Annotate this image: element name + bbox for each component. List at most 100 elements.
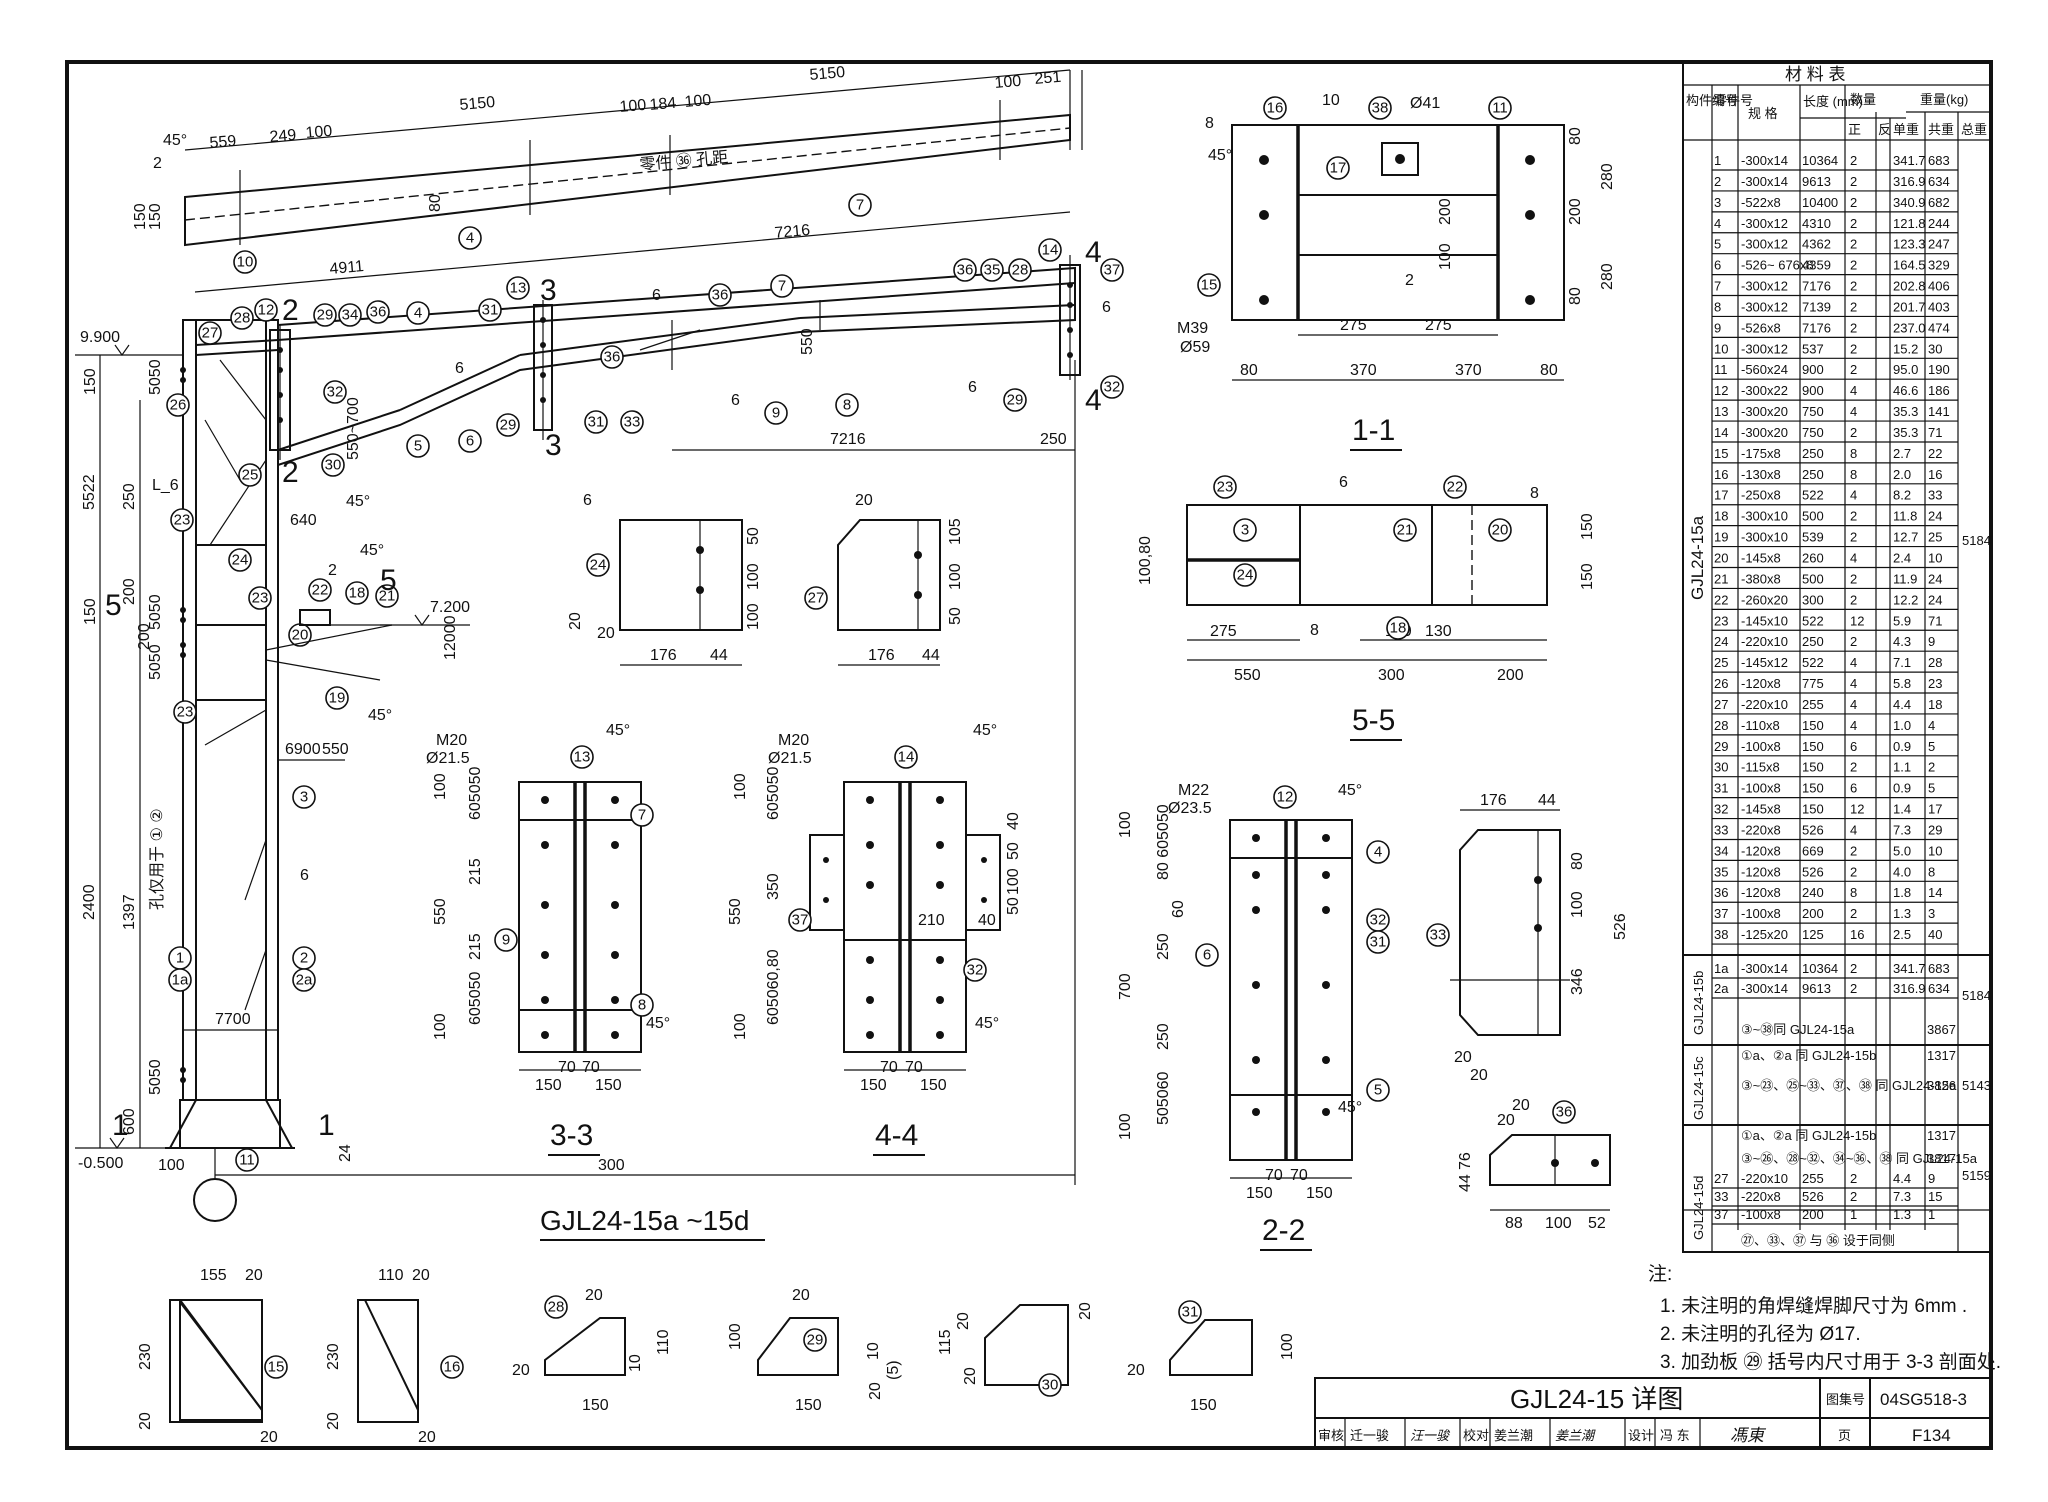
dim-1397: 250 bbox=[121, 483, 138, 510]
section-2-2: 150 150 70 70 700 80 605050 250 250 5050… bbox=[1117, 782, 1390, 1251]
group-a-row-24-col-0: 25 bbox=[1714, 655, 1728, 670]
dim-100-a: 100 bbox=[305, 123, 333, 142]
stiffener-29: 20 150 100 10 (5) 20 29 bbox=[727, 1287, 902, 1414]
group-a-row-23-col-6: 9 bbox=[1928, 634, 1935, 649]
group-a-row-18-col-3: 2 bbox=[1850, 530, 1857, 545]
section-title-2-2: 2-2 bbox=[1262, 1214, 1305, 1247]
group-a-row-0-col-2: 10364 bbox=[1802, 153, 1838, 168]
group-a-row-34-col-0: 35 bbox=[1714, 864, 1728, 879]
group-a-row-19-col-5: 2.4 bbox=[1893, 551, 1911, 566]
group-a-row-16-col-1: -250x8 bbox=[1741, 488, 1781, 503]
group-a-row-6-col-3: 2 bbox=[1850, 279, 1857, 294]
group-b-row-1-col-1: -300x14 bbox=[1741, 981, 1788, 996]
part-26: 26 bbox=[166, 393, 190, 417]
group-a-row-14-col-1: -175x8 bbox=[1741, 446, 1781, 461]
dim-5150-a: 5150 bbox=[459, 94, 496, 114]
group-a-row-3-col-0: 4 bbox=[1714, 216, 1721, 231]
svg-text:23: 23 bbox=[177, 704, 194, 721]
atlas-number: 04SG518-3 bbox=[1880, 1390, 1967, 1409]
svg-text:550: 550 bbox=[1234, 667, 1261, 684]
part-28: 28 bbox=[230, 306, 254, 330]
svg-text:32: 32 bbox=[1370, 912, 1387, 929]
part-13: 13 bbox=[506, 276, 530, 300]
group-a-row-26-col-0: 27 bbox=[1714, 697, 1728, 712]
group-a-row-13-col-1: -300x20 bbox=[1741, 425, 1788, 440]
group-d-row-0-col-1: -220x10 bbox=[1741, 1171, 1788, 1186]
dim-559: 559 bbox=[209, 133, 237, 152]
group-a-row-17-col-0: 18 bbox=[1714, 509, 1728, 524]
svg-text:176: 176 bbox=[650, 647, 677, 664]
svg-text:200: 200 bbox=[1497, 667, 1524, 684]
group-a-row-29-col-1: -115x8 bbox=[1741, 760, 1780, 775]
group-a-row-15-col-2: 250 bbox=[1802, 467, 1824, 482]
group-a-row-3-col-6: 244 bbox=[1928, 216, 1950, 231]
group-a-row-8-col-1: -526x8 bbox=[1741, 320, 1781, 335]
main-title: GJL24-15a ~15d bbox=[540, 1205, 749, 1236]
svg-text:550: 550 bbox=[799, 328, 816, 355]
group-a-row-7-col-0: 8 bbox=[1714, 299, 1721, 314]
group-a-row-36-col-6: 3 bbox=[1928, 906, 1935, 921]
group-a-row-30-col-5: 0.9 bbox=[1893, 781, 1911, 796]
svg-text:70: 70 bbox=[558, 1059, 576, 1076]
svg-text:605060,80: 605060,80 bbox=[765, 949, 782, 1025]
group-a-row-22-col-2: 522 bbox=[1802, 613, 1824, 628]
svg-text:40: 40 bbox=[1005, 812, 1022, 830]
svg-text:6: 6 bbox=[968, 379, 977, 396]
part-36-c: 36 bbox=[953, 258, 977, 282]
svg-text:115: 115 bbox=[937, 1329, 954, 1355]
beam-note: 零件 ㊱ 孔距 bbox=[639, 148, 729, 174]
group-a-row-10-col-1: -560x24 bbox=[1741, 362, 1788, 377]
svg-text:1: 1 bbox=[112, 1109, 129, 1142]
svg-text:1: 1 bbox=[318, 1109, 335, 1142]
group-a-row-4-col-0: 5 bbox=[1714, 237, 1721, 252]
svg-text:9: 9 bbox=[502, 932, 510, 949]
svg-text:70: 70 bbox=[1290, 1167, 1308, 1184]
svg-text:18: 18 bbox=[349, 585, 366, 602]
svg-text:250: 250 bbox=[1155, 933, 1172, 960]
group-a-row-27-col-1: -110x8 bbox=[1741, 718, 1780, 733]
svg-text:70: 70 bbox=[1265, 1167, 1283, 1184]
svg-text:6: 6 bbox=[1339, 474, 1348, 491]
svg-text:20: 20 bbox=[955, 1312, 972, 1330]
group-a-row-12-col-1: -300x20 bbox=[1741, 404, 1788, 419]
svg-text:4: 4 bbox=[1085, 384, 1102, 417]
group-a-row-29-col-2: 150 bbox=[1802, 760, 1824, 775]
svg-text:20: 20 bbox=[260, 1429, 278, 1446]
group-d-footer: ㉗、㉝、㊲ 与 ㊱ 设于同侧 bbox=[1741, 1233, 1895, 1248]
part-32-a: 32 bbox=[323, 380, 347, 404]
group-d-row-1-col-5: 7.3 bbox=[1893, 1189, 1911, 1204]
svg-text:20: 20 bbox=[1470, 1067, 1488, 1084]
section-1-1: 80 370 370 80 275 275 80 200 80 280 280 … bbox=[1177, 95, 1616, 451]
group-b-row-1-col-5: 316.9 bbox=[1893, 981, 1926, 996]
svg-text:76: 76 bbox=[1457, 1152, 1474, 1170]
svg-text:110: 110 bbox=[378, 1267, 404, 1284]
svg-text:80: 80 bbox=[1567, 287, 1584, 305]
group-a-row-32-col-1: -220x8 bbox=[1741, 822, 1781, 837]
group-b-same-weight: 3867 bbox=[1927, 1022, 1956, 1037]
svg-text:100,80: 100,80 bbox=[1137, 536, 1154, 585]
svg-text:30: 30 bbox=[1042, 1377, 1059, 1394]
note-2: 2. 未注明的孔径为 Ø17. bbox=[1660, 1323, 1861, 1345]
group-a-row-37-col-5: 2.5 bbox=[1893, 927, 1911, 942]
svg-text:275: 275 bbox=[1340, 317, 1367, 334]
svg-text:505060: 505060 bbox=[1155, 1072, 1172, 1125]
group-a-row-13-col-5: 35.3 bbox=[1893, 425, 1918, 440]
svg-text:Ø21.5: Ø21.5 bbox=[426, 750, 470, 767]
group-a-row-2-col-1: -522x8 bbox=[1741, 195, 1781, 210]
part-21: 21 bbox=[375, 584, 399, 608]
dim-400: 12000 bbox=[442, 615, 459, 660]
group-a-row-10-col-3: 2 bbox=[1850, 362, 1857, 377]
group-d-row-1-col-3: 2 bbox=[1850, 1189, 1857, 1204]
group-a-row-27-col-3: 4 bbox=[1850, 718, 1857, 733]
svg-text:20: 20 bbox=[325, 1412, 342, 1430]
svg-text:100: 100 bbox=[732, 1013, 749, 1040]
hdr-total: 共重 bbox=[1928, 122, 1954, 137]
svg-text:230: 230 bbox=[137, 1343, 154, 1370]
group-a-row-5-col-2: 4359 bbox=[1802, 258, 1831, 273]
part-1: 1 bbox=[168, 946, 192, 970]
svg-text:350: 350 bbox=[765, 873, 782, 900]
group-a-row-17-col-2: 500 bbox=[1802, 509, 1824, 524]
group-c-line1: ①a、②a 同 GJL24-15b bbox=[1741, 1048, 1876, 1063]
group-d-row-0-col-0: 27 bbox=[1714, 1171, 1728, 1186]
svg-text:550: 550 bbox=[727, 898, 744, 925]
